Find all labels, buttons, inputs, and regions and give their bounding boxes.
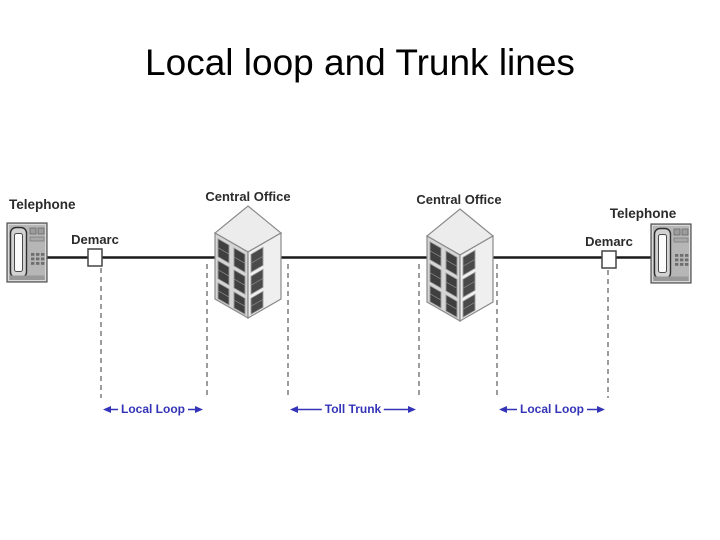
local-loop-left-label: Local Loop xyxy=(118,402,188,416)
slide-title: Local loop and Trunk lines xyxy=(145,42,575,83)
demarc-left-label: Demarc xyxy=(71,232,119,247)
central-office-left-label: Central Office xyxy=(205,189,291,204)
demarc-box-icon-left xyxy=(87,248,103,267)
demarc-right-label: Demarc xyxy=(585,234,633,249)
boundary-dashed-lines xyxy=(100,264,609,398)
telephone-right-label: Telephone xyxy=(609,206,677,221)
central-office-right-label: Central Office xyxy=(416,192,502,207)
demarc-box-icon-right xyxy=(601,250,617,269)
telephone-left-label: Telephone xyxy=(9,197,76,212)
toll-trunk-label: Toll Trunk xyxy=(321,402,385,416)
central-office-building-icon-right xyxy=(426,208,494,322)
telephone-icon-left xyxy=(6,222,48,283)
telephone-icon-right xyxy=(650,223,692,284)
central-office-building-icon-left xyxy=(214,205,282,319)
local-loop-right-label: Local Loop xyxy=(517,402,587,416)
